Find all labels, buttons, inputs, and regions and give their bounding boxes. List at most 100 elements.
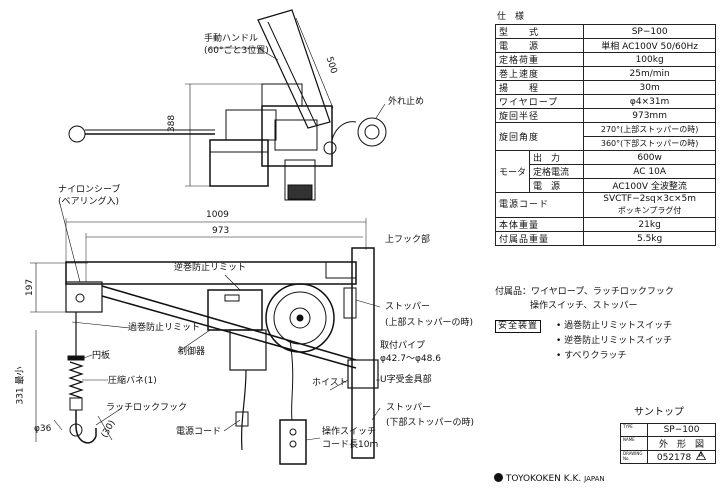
motor-label: モータ xyxy=(494,150,531,193)
dim-331: 331 最小 xyxy=(15,366,26,405)
spec-value: φ4×31m xyxy=(583,94,716,109)
spec-value: 21kg xyxy=(583,217,716,232)
type-label: TYPE xyxy=(620,423,648,437)
u-bracket-label: U字受金具部 xyxy=(380,375,432,385)
motor-sub-label: 電 源 xyxy=(529,178,585,193)
control-switch-shape xyxy=(279,419,307,465)
switch-label: 操作スイッチ xyxy=(322,427,377,437)
mount-pipe-shape xyxy=(351,247,375,459)
mount-pipe-label: 取付パイプ xyxy=(380,341,426,351)
name-label: NAME xyxy=(620,436,648,451)
safety-item: • 逆巻防止リミットスイッチ xyxy=(556,336,673,346)
spec-value: SP−100 xyxy=(583,24,716,39)
handle-note: (60°ごと3位置) xyxy=(204,46,269,56)
table-row: 旋回角度 270°(上部ストッパーの時) xyxy=(494,122,716,151)
side-view xyxy=(30,203,381,465)
drawing-number: 052178 xyxy=(656,453,692,463)
hoist-label: ホイスト xyxy=(312,378,348,388)
motor-value: AC 10A xyxy=(583,164,716,179)
spec-heading: 仕 様 xyxy=(497,12,525,22)
spec-label: 型 式 xyxy=(494,24,585,39)
angle-value-2: 360°(下部ストッパーの時) xyxy=(583,136,716,151)
spec-value: 30m xyxy=(583,80,716,95)
latch-hook-label: ラッチロックフック xyxy=(106,403,188,413)
reverse-limit-label: 逆巻防止リミット xyxy=(174,263,247,273)
table-row: DRAWING No. 052178 A xyxy=(620,450,716,464)
title-block: TYPE SP−100 NAME 外 形 図 DRAWING No. 05217… xyxy=(620,423,716,464)
revision-triangle-icon: A xyxy=(696,451,707,460)
company-country: JAPAN xyxy=(584,475,605,483)
spec-label: 旋回半径 xyxy=(494,108,585,123)
motor-sub-label: 出 力 xyxy=(529,150,585,165)
motor-value: 600w xyxy=(583,150,716,165)
name-value: 外 形 図 xyxy=(647,436,716,451)
bearing-label: (ベアリング入) xyxy=(58,197,120,207)
hoist-drum-shape xyxy=(265,283,335,353)
cord-value-1: SVCTF−2sq×3c×5m xyxy=(603,194,696,204)
spec-label: 付属品重量 xyxy=(494,231,585,246)
nylon-sheave-label: ナイロンシーブ xyxy=(58,185,121,195)
cord-length-label: コード長10m xyxy=(322,440,379,450)
pipe-size-label: φ42.7〜φ48.6 xyxy=(380,354,441,364)
company-footer: TOYOKOKEN K.K. JAPAN xyxy=(494,473,605,485)
handle-grip-shape xyxy=(68,125,86,143)
revision-mark: A xyxy=(698,452,703,459)
safety-item: • すべりクラッチ xyxy=(556,351,627,361)
drawing-label: DRAWING No. xyxy=(620,450,648,464)
stopper-upper-label: ストッパー xyxy=(385,302,431,312)
table-row: 電 源単相 AC100V 50/60Hz xyxy=(494,38,716,53)
spec-value: 100kg xyxy=(583,52,716,67)
dim-phi36: φ36 xyxy=(34,424,52,434)
spec-label: ワイヤロープ xyxy=(494,94,585,109)
cord-label: 電源コード xyxy=(494,192,585,218)
company-logo-icon xyxy=(494,473,503,482)
dim-973: 973 xyxy=(212,226,230,236)
safety-label: 安全装置 xyxy=(495,320,542,333)
dim-1009: 1009 xyxy=(206,210,229,220)
table-row: NAME 外 形 図 xyxy=(620,436,716,451)
cord-value-cell: SVCTF−2sq×3c×5m ポッキンプラグ付 xyxy=(583,192,716,218)
company-name: TOYOKOKEN K.K. xyxy=(505,474,582,484)
spec-label: 定格荷重 xyxy=(494,52,585,67)
top-view xyxy=(68,9,387,201)
spring-label: 圧縮バネ(1) xyxy=(108,376,157,386)
spec-value: 973mm xyxy=(583,108,716,123)
table-row: モータ 出 力 600w xyxy=(494,150,716,193)
over-limit-label: 過巻防止リミット xyxy=(128,323,201,333)
spec-label: 揚 程 xyxy=(494,80,585,95)
handle-label: 手動ハンドル xyxy=(204,34,259,44)
type-value: SP−100 xyxy=(647,423,716,437)
motor-value: AC100V 全波整流 xyxy=(583,178,716,193)
accessories-line-2: 操作スイッチ、ストッパー xyxy=(530,301,638,311)
spec-value: 25m/min xyxy=(583,66,716,81)
accessories-line-1: 付属品：ワイヤロープ、ラッチロックフック xyxy=(495,287,674,297)
dim-388: 388 xyxy=(167,114,178,133)
angle-label: 旋回角度 xyxy=(494,122,585,151)
drawing-value-cell: 052178 A xyxy=(647,450,716,464)
spec-label: 電 源 xyxy=(494,38,585,53)
stopper-lower-label: ストッパー xyxy=(386,403,432,413)
dim-197: 197 xyxy=(25,278,36,297)
motor-sub-label: 定格電流 xyxy=(529,164,585,179)
angle-value-1: 270°(上部ストッパーの時) xyxy=(583,122,716,137)
spec-label: 巻上速度 xyxy=(494,66,585,81)
cord-value-2: ポッキンプラグ付 xyxy=(617,206,682,215)
safety-item: • 過巻防止リミットスイッチ xyxy=(556,321,673,331)
release-label: 外れ止め xyxy=(388,97,425,107)
disc-label: 円板 xyxy=(92,351,111,361)
table-row: 電源コード SVCTF−2sq×3c×5m ポッキンプラグ付 xyxy=(494,192,716,218)
spec-value: 単相 AC100V 50/60Hz xyxy=(583,38,716,53)
product-name: サントップ xyxy=(634,407,684,418)
control-label: 制御器 xyxy=(178,347,206,357)
table-row: TYPE SP−100 xyxy=(620,423,716,437)
stopper-upper-note: (上部ストッパーの時) xyxy=(385,318,474,328)
